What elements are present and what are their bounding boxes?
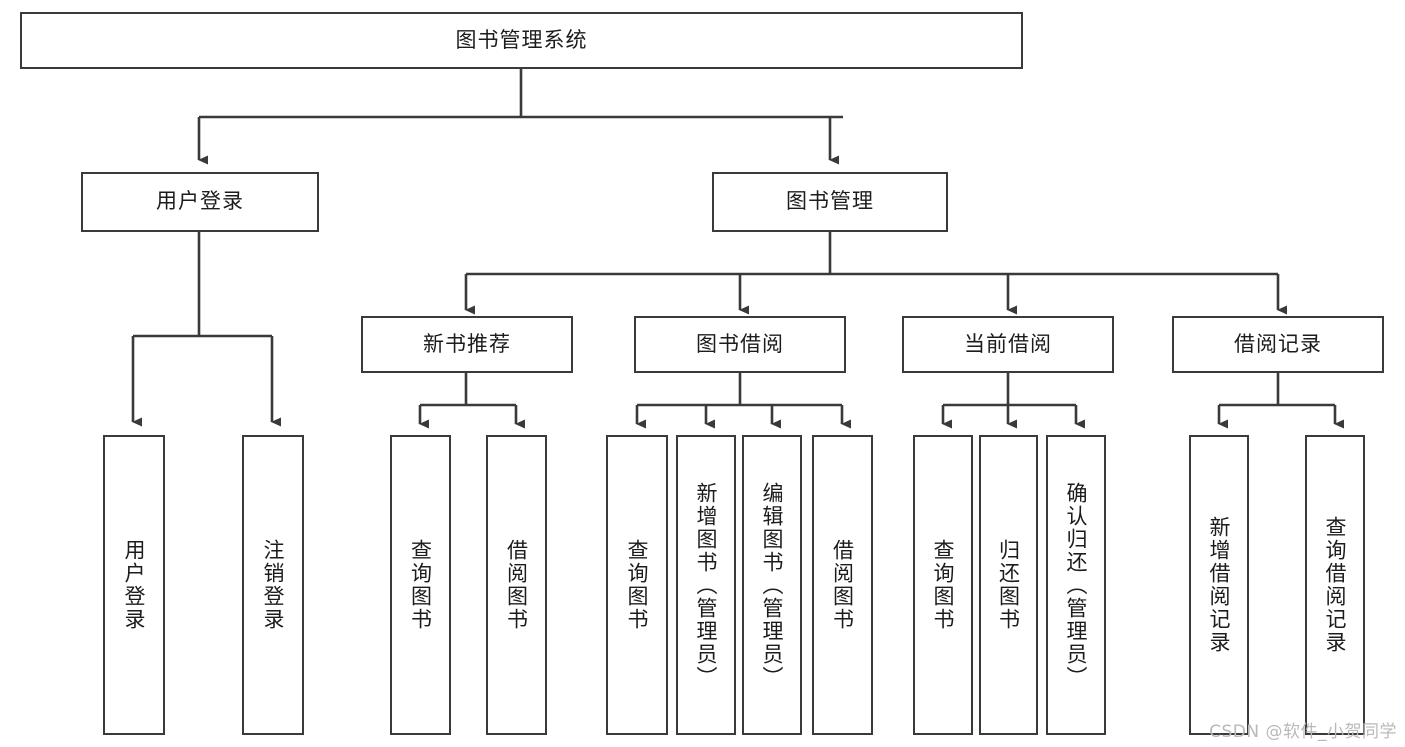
csdn-watermark: CSDN @软件_小贺同学 <box>1209 722 1397 742</box>
leaf-current-borrow-confirm-return[interactable]: 确认归还（管理员） <box>1046 435 1106 735</box>
leaf-user-login-logout[interactable]: 注销登录 <box>242 435 304 735</box>
node-label: 归还图书 <box>996 539 1021 631</box>
leaf-book-borrow-borrow[interactable]: 借阅图书 <box>812 435 873 735</box>
node-label: 新增图书（管理员） <box>694 481 719 689</box>
leaf-book-borrow-add[interactable]: 新增图书（管理员） <box>676 435 736 735</box>
node-label: 当前借阅 <box>964 331 1052 356</box>
leaf-borrow-record-query[interactable]: 查询借阅记录 <box>1305 435 1365 735</box>
leaf-book-borrow-query[interactable]: 查询图书 <box>606 435 668 735</box>
node-label: 借阅记录 <box>1234 331 1322 356</box>
node-label: 用户登录 <box>122 539 147 631</box>
node-book-borrow[interactable]: 图书借阅 <box>634 316 846 373</box>
node-new-book-recommend[interactable]: 新书推荐 <box>361 316 573 373</box>
node-borrow-record[interactable]: 借阅记录 <box>1172 316 1384 373</box>
node-label: 借阅图书 <box>830 539 855 631</box>
node-label: 新增借阅记录 <box>1207 516 1232 654</box>
node-label: 借阅图书 <box>504 539 529 631</box>
node-label: 新书推荐 <box>423 331 511 356</box>
node-label: 查询图书 <box>625 539 650 631</box>
leaf-borrow-record-add[interactable]: 新增借阅记录 <box>1189 435 1249 735</box>
leaf-book-borrow-edit[interactable]: 编辑图书（管理员） <box>742 435 802 735</box>
node-label: 图书借阅 <box>696 331 784 356</box>
node-label: 图书管理系统 <box>455 27 588 52</box>
node-label: 注销登录 <box>261 539 286 631</box>
node-user-login[interactable]: 用户登录 <box>81 172 319 232</box>
node-current-borrow[interactable]: 当前借阅 <box>902 316 1114 373</box>
node-root-book-management-system[interactable]: 图书管理系统 <box>20 12 1023 69</box>
node-label: 查询图书 <box>408 539 433 631</box>
node-label: 编辑图书（管理员） <box>760 481 785 689</box>
node-label: 图书管理 <box>786 189 874 214</box>
node-label: 用户登录 <box>156 189 244 214</box>
node-label: 确认归还（管理员） <box>1064 481 1089 689</box>
leaf-current-borrow-query[interactable]: 查询图书 <box>913 435 973 735</box>
node-book-management[interactable]: 图书管理 <box>712 172 948 232</box>
node-label: 查询图书 <box>931 539 956 631</box>
node-label: 查询借阅记录 <box>1323 516 1348 654</box>
leaf-new-book-borrow[interactable]: 借阅图书 <box>486 435 547 735</box>
leaf-current-borrow-return[interactable]: 归还图书 <box>979 435 1038 735</box>
leaf-new-book-query[interactable]: 查询图书 <box>390 435 451 735</box>
leaf-user-login-login[interactable]: 用户登录 <box>103 435 165 735</box>
